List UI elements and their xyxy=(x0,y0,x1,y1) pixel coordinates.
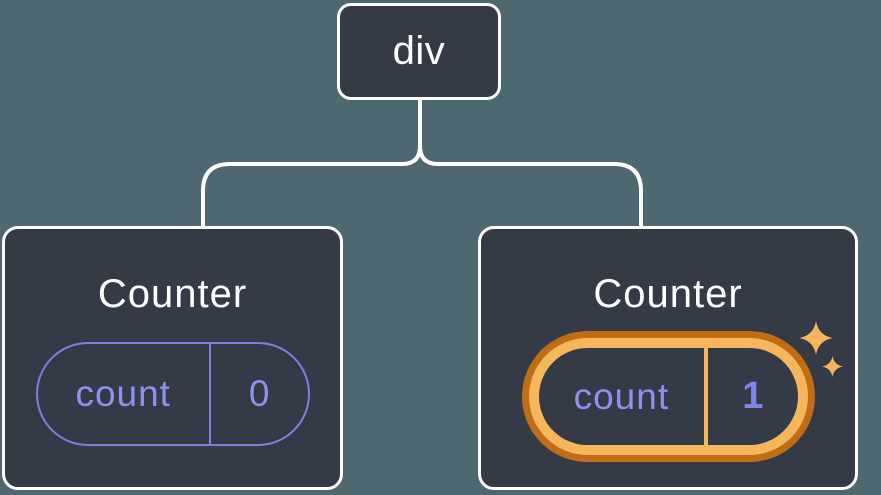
connector-right-branch xyxy=(418,145,643,227)
node-label: div xyxy=(392,29,446,73)
state-value: 0 xyxy=(248,373,270,414)
state-pill-highlight-ring: count 1 xyxy=(528,338,808,455)
tree-node-counter-right: Counter count 1 xyxy=(478,226,858,490)
tree-node-div: div xyxy=(337,3,501,100)
connector-left-branch xyxy=(201,100,422,227)
state-pill-highlighted: count 1 xyxy=(521,331,815,462)
state-value: 1 xyxy=(742,375,764,417)
state-key-label: count xyxy=(539,348,709,445)
component-title: Counter xyxy=(593,272,743,316)
tree-node-counter-left: Counter count 0 xyxy=(2,226,343,490)
state-key-label: count xyxy=(38,344,211,444)
sparkle-icon xyxy=(822,356,843,377)
state-pill: count 0 xyxy=(35,342,310,446)
component-title: Counter xyxy=(97,272,248,316)
sparkle-icon xyxy=(799,321,833,355)
